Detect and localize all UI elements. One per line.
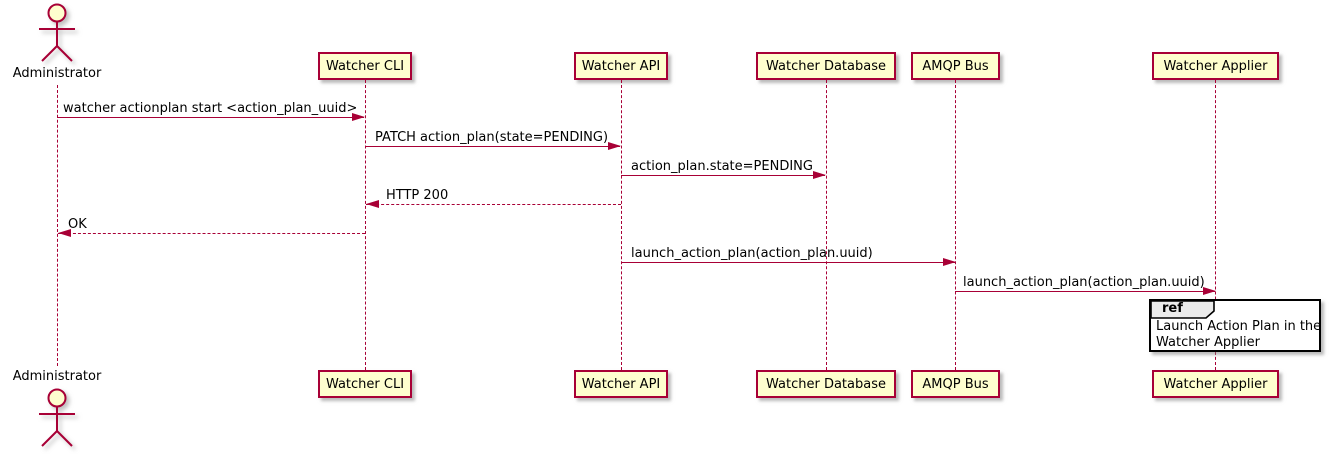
lifeline-administrator [57, 85, 58, 366]
participant-top-watcher-api: Watcher API [574, 52, 668, 80]
ref-tab-icon [1150, 300, 1215, 319]
arrowhead-right-icon [352, 113, 365, 121]
message-line-2 [365, 146, 620, 147]
participant-top-watcher-cli: Watcher CLI [318, 52, 412, 80]
lifeline-watcher-applier [1215, 80, 1216, 370]
message-label-2: PATCH action_plan(state=PENDING) [375, 130, 609, 145]
ref-fragment: ref Launch Action Plan in the Watcher Ap… [1149, 299, 1321, 352]
lifeline-watcher-database [826, 80, 827, 370]
message-line-3 [621, 175, 825, 176]
participant-bottom-watcher-database: Watcher Database [756, 370, 896, 398]
lifeline-watcher-cli [365, 80, 366, 370]
arrowhead-right-icon [1203, 287, 1216, 295]
arrowhead-left-icon [58, 229, 71, 237]
participant-bottom-amqp-bus: AMQP Bus [911, 370, 1000, 398]
message-label-4: HTTP 200 [386, 188, 449, 203]
ref-text-line1: Launch Action Plan in the [1156, 319, 1322, 334]
actor-label-top: Administrator [12, 66, 102, 81]
lifeline-amqp-bus [955, 80, 956, 370]
participant-top-watcher-database: Watcher Database [756, 52, 896, 80]
message-label-3: action_plan.state=PENDING [631, 159, 813, 174]
message-label-1: watcher actionplan start <action_plan_uu… [63, 101, 358, 116]
message-label-7: launch_action_plan(action_plan.uuid) [963, 275, 1205, 290]
message-label-5: OK [68, 217, 87, 232]
arrowhead-left-icon [366, 200, 379, 208]
participant-bottom-watcher-cli: Watcher CLI [318, 370, 412, 398]
actor-stickman-icon [39, 3, 75, 62]
participant-bottom-watcher-api: Watcher API [574, 370, 668, 398]
participant-top-amqp-bus: AMQP Bus [911, 52, 1000, 80]
actor-label-bottom: Administrator [12, 369, 102, 384]
ref-text-line2: Watcher Applier [1156, 335, 1260, 350]
message-line-7 [955, 291, 1215, 292]
lifeline-watcher-api [621, 80, 622, 370]
arrowhead-right-icon [813, 171, 826, 179]
arrowhead-right-icon [943, 258, 956, 266]
actor-stickman-icon [39, 388, 75, 447]
participant-top-watcher-applier: Watcher Applier [1152, 52, 1279, 80]
message-line-6 [621, 262, 955, 263]
message-line-1 [57, 117, 364, 118]
arrowhead-right-icon [608, 142, 621, 150]
message-line-5 [58, 233, 365, 234]
actor-figure-top [33, 2, 81, 68]
participant-bottom-watcher-applier: Watcher Applier [1152, 370, 1279, 398]
ref-text: Launch Action Plan in the Watcher Applie… [1156, 319, 1321, 351]
message-line-4 [366, 204, 621, 205]
message-label-6: launch_action_plan(action_plan.uuid) [631, 246, 873, 261]
actor-figure-bottom [33, 385, 81, 453]
ref-keyword: ref [1162, 301, 1183, 316]
